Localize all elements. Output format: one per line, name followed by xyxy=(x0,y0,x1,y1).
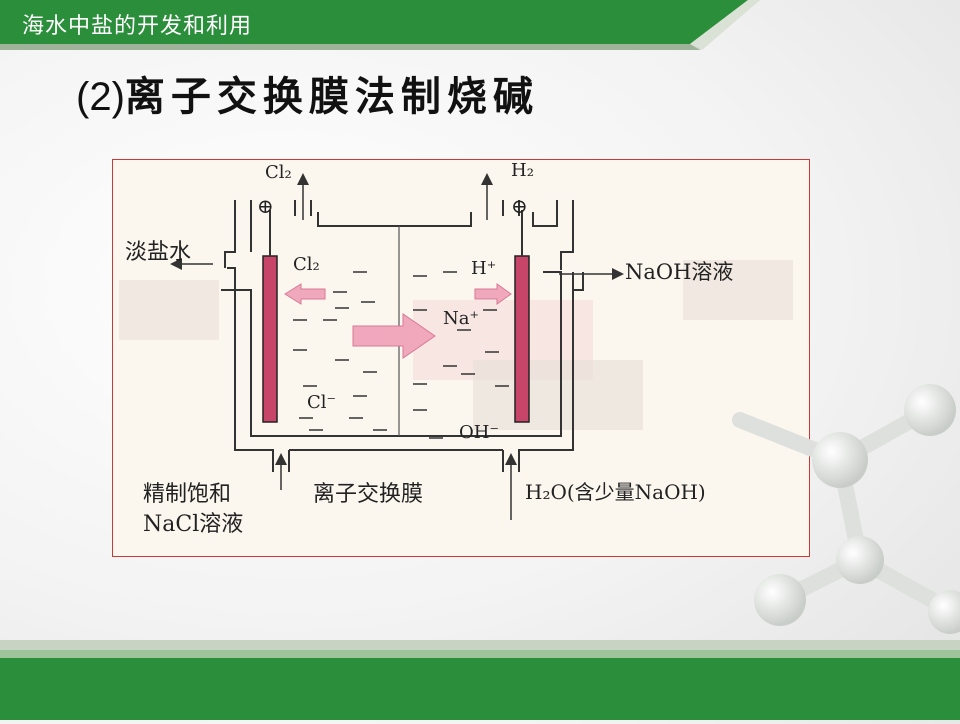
cl2-inner-label: Cl₂ xyxy=(293,254,320,275)
molecule-decoration-graphic xyxy=(732,384,960,634)
h2-gas-label: H₂ xyxy=(511,160,534,181)
oh-minus-label: OH⁻ xyxy=(459,422,499,443)
slide-title-number: (2) xyxy=(76,75,125,119)
footer-bar-shape xyxy=(0,640,960,720)
cl2-gas-label: Cl₂ xyxy=(265,162,292,183)
h-plus-label: H⁺ xyxy=(471,258,497,279)
anode-sign: ⊕ xyxy=(257,194,274,218)
na-plus-label: Na⁺ xyxy=(443,308,479,329)
naoh-solution-label: NaOH溶液 xyxy=(625,260,734,284)
dilute-brine-label: 淡盐水 xyxy=(125,240,192,265)
saturated-brine-label-line2: NaCl溶液 xyxy=(143,512,244,537)
water-inlet-label: H₂O(含少量NaOH) xyxy=(525,480,706,504)
electrolysis-figure: Cl₂ H₂ ⊕ ⊖ 淡盐水 Cl₂ H⁺ NaOH溶液 Na⁺ Cl⁻ OH⁻… xyxy=(112,159,810,557)
cl-minus-label: Cl⁻ xyxy=(307,392,337,413)
header-bar-shape xyxy=(0,0,760,50)
slide-title-text: 离子交换膜法制烧碱 xyxy=(124,73,539,120)
header-title: 海水中盐的开发和利用 xyxy=(22,14,253,39)
molecule-decoration xyxy=(720,380,960,640)
membrane-label: 离子交换膜 xyxy=(313,482,424,507)
cathode-electrode xyxy=(514,255,530,423)
saturated-brine-label-line1: 精制饱和 xyxy=(143,482,232,507)
cathode-sign: ⊖ xyxy=(511,194,528,218)
slide-title: (2)离子交换膜法制烧碱 xyxy=(76,64,539,122)
footer-bar xyxy=(0,640,960,720)
electrolysis-cell-diagram xyxy=(119,173,793,520)
header-bar: 海水中盐的开发和利用 xyxy=(0,0,960,60)
anode-electrode xyxy=(262,255,278,423)
